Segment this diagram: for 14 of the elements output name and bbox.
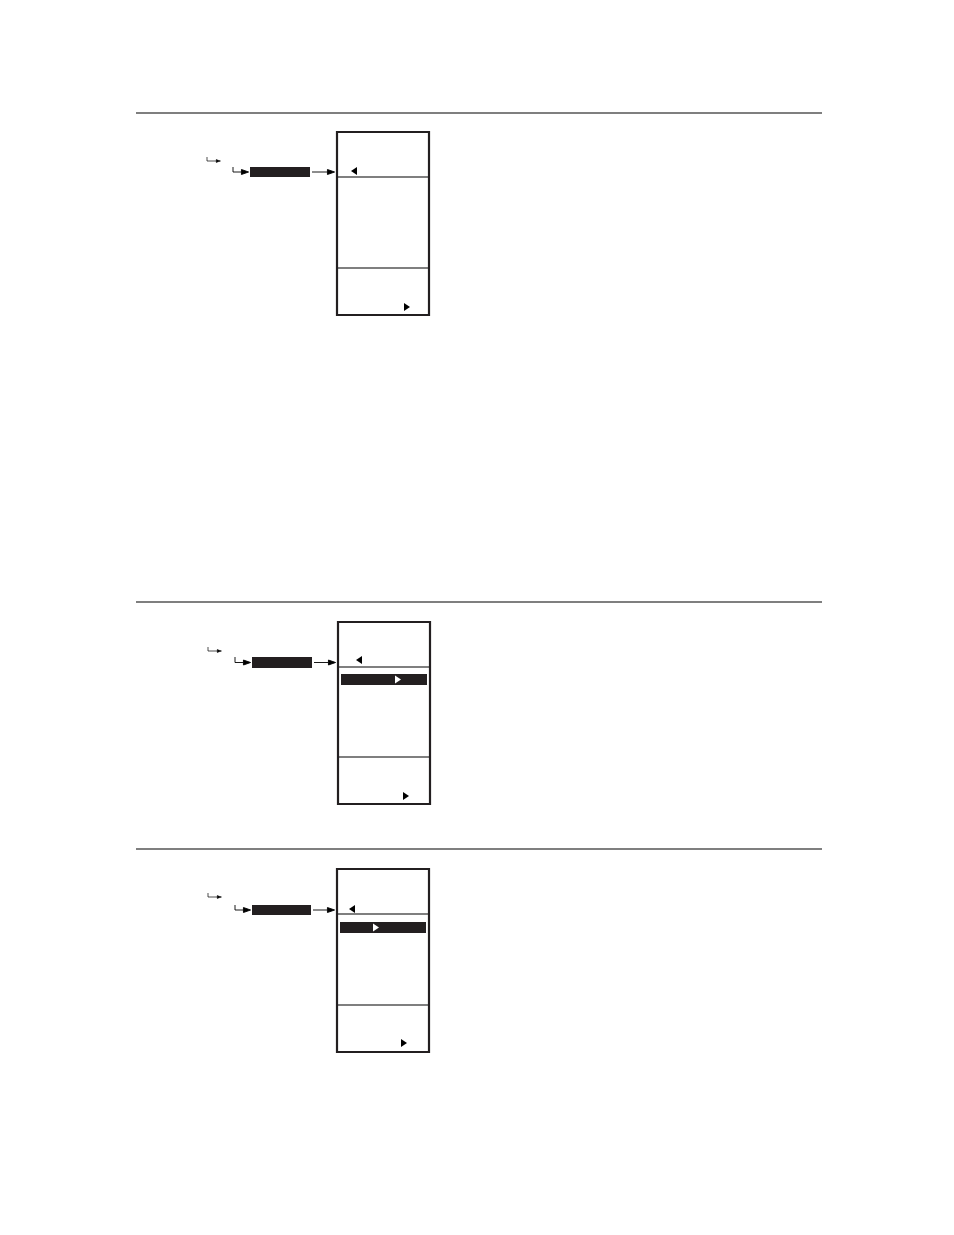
menu-bar: [250, 167, 310, 177]
menu-bar: [252, 905, 311, 915]
display-screen: [335, 130, 431, 317]
arrow: [232, 166, 250, 175]
arrow: [313, 659, 337, 666]
arrow: [234, 656, 252, 666]
highlight-bar: [341, 674, 427, 685]
arrow: [312, 907, 336, 913]
arrow: [234, 904, 252, 913]
display-screen: [336, 620, 432, 806]
arrow: [311, 169, 336, 175]
menu-bar: [252, 657, 312, 668]
highlight-bar: [340, 922, 426, 933]
display-screen: [335, 867, 431, 1054]
